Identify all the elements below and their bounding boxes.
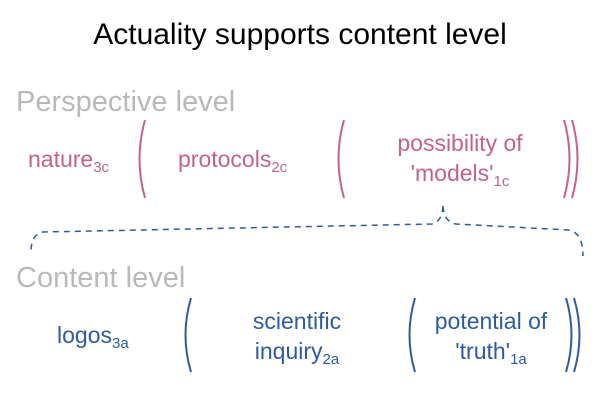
term-label-line2: 'models'1c <box>370 158 550 190</box>
term-label: inquiry <box>254 338 323 364</box>
right-parentheses <box>563 119 579 199</box>
term-subscript: 3c <box>93 159 110 176</box>
term-subscript: 1c <box>493 173 510 190</box>
term-label: protocols <box>178 146 272 172</box>
content-term-logos: logos3a <box>57 322 129 352</box>
content-term-potential-of-truth: potential of 'truth'1a <box>413 306 569 368</box>
term-subscript: 2a <box>322 351 340 368</box>
perspective-term-possibility: possibility of 'models'1c <box>370 128 550 190</box>
right-parentheses <box>565 297 581 373</box>
content-term-scientific-inquiry: scientific inquiry2a <box>222 306 372 368</box>
term-label-line1: possibility of <box>397 130 523 156</box>
term-label-line1: potential of <box>434 308 548 334</box>
term-label: nature <box>28 146 94 172</box>
perspective-level-heading: Perspective level <box>16 86 236 118</box>
perspective-term-protocols: protocols2c <box>178 146 288 176</box>
term-label: 'models' <box>410 160 494 186</box>
left-parenthesis <box>184 297 192 373</box>
diagram-title: Actuality supports content level <box>93 18 507 51</box>
left-parenthesis <box>337 119 345 199</box>
term-label-line1: scientific <box>252 308 342 334</box>
content-level-heading: Content level <box>16 262 186 294</box>
term-subscript: 3a <box>111 335 129 352</box>
term-subscript: 2c <box>271 159 288 176</box>
term-subscript: 1a <box>510 351 527 368</box>
perspective-term-nature: nature3c <box>28 146 110 176</box>
term-label: 'truth' <box>455 338 511 364</box>
left-parenthesis <box>138 119 146 199</box>
left-parenthesis <box>408 297 416 373</box>
term-label: logos <box>57 322 112 348</box>
term-label-line2: 'truth'1a <box>413 336 569 368</box>
term-label-line2: inquiry2a <box>222 336 372 368</box>
